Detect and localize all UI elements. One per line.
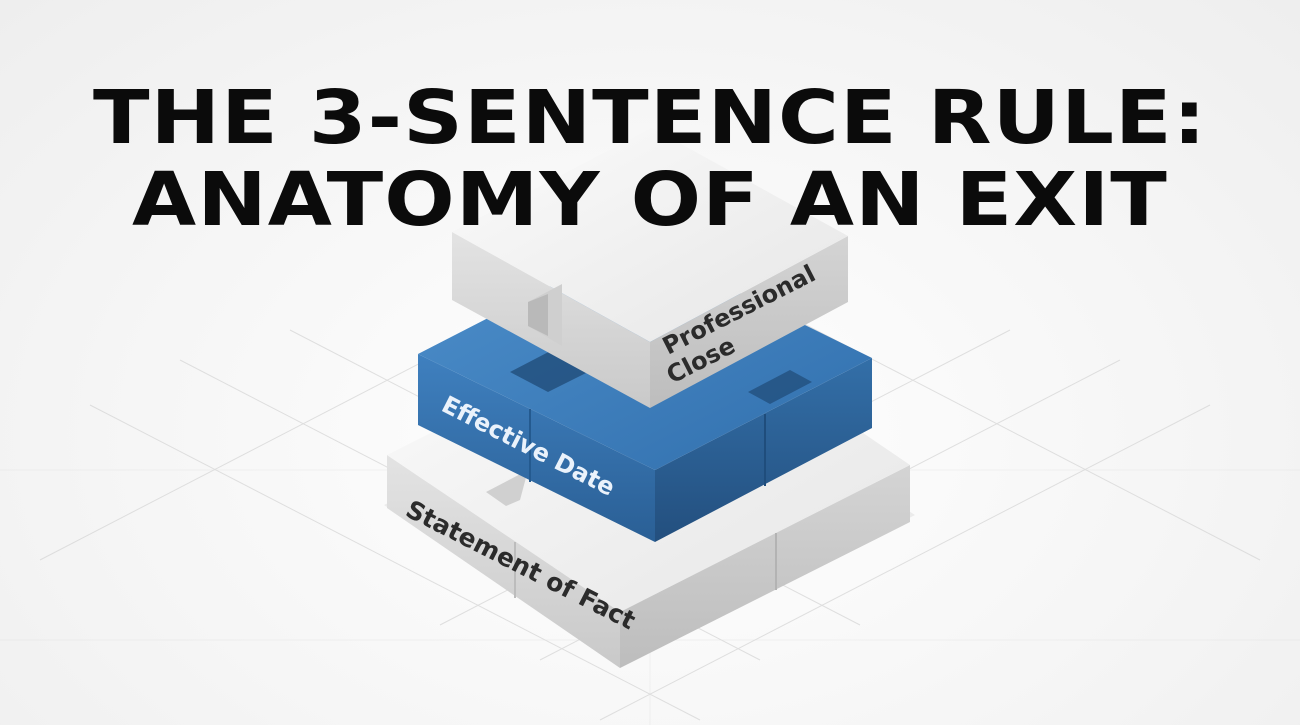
middle-block-right-face	[655, 358, 872, 542]
middle-block-left-face	[418, 354, 655, 542]
bottom-block-right-face	[620, 465, 910, 668]
page-title-line-1: THE 3-SENTENCE RULE:	[92, 75, 1208, 161]
layer-professional-close	[452, 128, 848, 408]
page-title-line-2: ANATOMY OF AN EXIT	[132, 157, 1168, 243]
top-block-top-face	[452, 128, 848, 342]
bottom-block-left-face	[387, 455, 620, 668]
top-block-right-face	[650, 236, 848, 408]
